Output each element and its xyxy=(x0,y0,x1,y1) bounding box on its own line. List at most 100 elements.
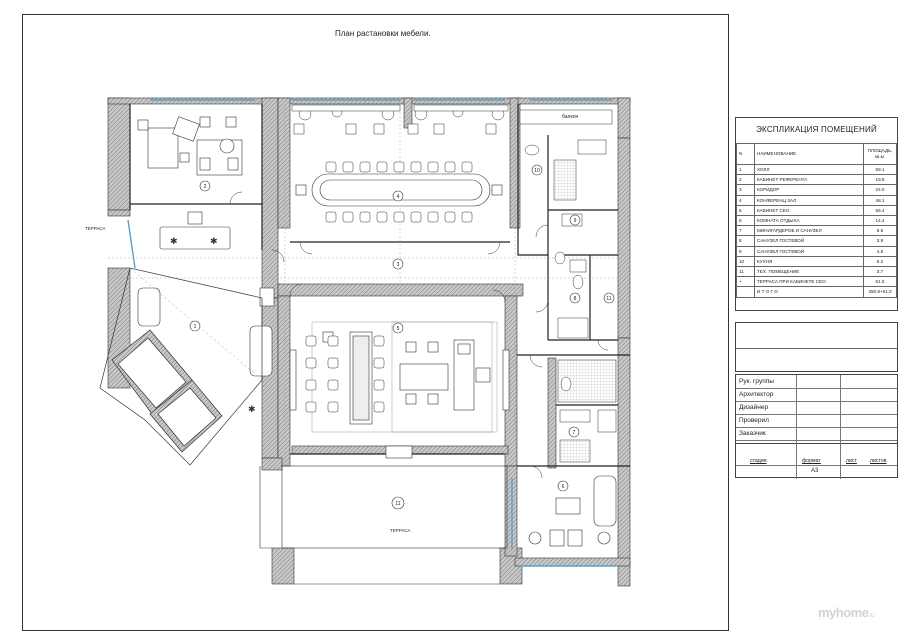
cell-name: И Т О Г О xyxy=(754,286,864,298)
header-name: НАИМЕНОВАНИЕ xyxy=(754,143,864,165)
conference-chair xyxy=(342,211,354,223)
cell-area: 48.1 xyxy=(863,194,897,206)
cell-num: 3 xyxy=(736,184,755,196)
meeting-chair xyxy=(373,335,385,347)
conference-chair xyxy=(461,161,473,173)
windows xyxy=(127,99,616,567)
cell-name: КОМНАТА ОТДЫХА xyxy=(754,215,864,227)
cell-name: МИНИГАРДЕРОБ И САНУЗЕЛ xyxy=(754,225,864,237)
stamp-row-checked: Проверил xyxy=(739,417,769,424)
plan-title: План растановки мебели. xyxy=(335,29,431,38)
terrace-left-label: ТЕРРАСА xyxy=(85,226,106,231)
interior-walls xyxy=(129,104,630,467)
explication-title: ЭКСПЛИКАЦИЯ ПОМЕЩЕНИЙ xyxy=(756,125,877,134)
marker-3: 3 xyxy=(397,262,400,268)
cell-name: ХОЛЛ xyxy=(754,163,864,176)
stamp-row-architect: Архитектор xyxy=(739,391,774,398)
meeting-chair xyxy=(327,357,339,369)
balcony-label: балкон xyxy=(562,114,578,120)
meeting-chair xyxy=(305,335,317,347)
conference-chair xyxy=(342,161,354,173)
watermark-logo: myhome.ru xyxy=(818,605,874,620)
conference-chair xyxy=(325,211,337,223)
svg-text:✱: ✱ xyxy=(170,236,178,246)
conference-chair xyxy=(393,161,405,173)
cell-num: 11 xyxy=(736,266,755,278)
conference-chair xyxy=(376,161,388,173)
drawing-frame xyxy=(22,14,729,631)
cell-name: КОНФЕРЕНЦ ЗАЛ xyxy=(754,194,864,206)
stamp-block: Рук. группы Архитектор Дизайнер Проверил… xyxy=(735,374,898,479)
meeting-chair xyxy=(305,401,317,413)
conference-chair xyxy=(393,211,405,223)
explication-panel: ЭКСПЛИКАЦИЯ ПОМЕЩЕНИЙ N НАИМЕНОВАНИЕ ПЛО… xyxy=(735,117,898,311)
cell-num: 1 xyxy=(736,163,755,176)
meeting-chair xyxy=(305,357,317,369)
cell-area: 3.9 xyxy=(863,235,897,247)
marker-11: 11 xyxy=(606,296,611,302)
cell-name: КОРИДОР xyxy=(754,184,864,196)
ceo-office xyxy=(289,321,510,459)
header-num: N xyxy=(736,143,755,165)
cell-num: 6 xyxy=(736,215,755,227)
outer-walls xyxy=(107,97,631,587)
reception-furniture: ✱ ✱ ✱ xyxy=(159,211,256,414)
meeting-chair xyxy=(305,379,317,391)
conference-chairs xyxy=(325,161,473,223)
svg-text:✱: ✱ xyxy=(248,404,256,414)
cell-name: КУХНЯ xyxy=(754,255,864,268)
conference-chair xyxy=(444,161,456,173)
left-terrace-structure xyxy=(99,267,263,466)
room-marker-labels: 2 4 3 1 5 10 9 8 11 7 6 11 xyxy=(194,168,612,507)
conference-chair xyxy=(410,211,422,223)
meeting-chair xyxy=(373,357,385,369)
cell-num: 10 xyxy=(736,255,755,268)
cell-num xyxy=(736,286,755,298)
cell-name: КАБИНЕТ CEO xyxy=(754,204,864,217)
marker-11-terrace: 11 xyxy=(395,501,400,507)
cell-name: ТЕРРАСА ПРИ КАБИНЕТЕ CEO xyxy=(754,276,864,288)
stamp-row-designer: Дизайнер xyxy=(739,404,769,411)
marker-9: 9 xyxy=(574,218,577,224)
wet-rooms xyxy=(519,109,613,339)
svg-text:✱: ✱ xyxy=(210,236,218,246)
wardrobe-wc xyxy=(557,359,617,463)
header-area: ПЛОЩАДЬ, кв.м. xyxy=(863,143,897,165)
cell-area: 250.8+61.0 xyxy=(863,286,897,298)
cell-area: 6.2 xyxy=(863,255,897,268)
stamp-sheets: листов xyxy=(870,458,887,464)
conference-chair xyxy=(325,161,337,173)
cell-area: 14.4 xyxy=(863,215,897,227)
conference-table xyxy=(295,173,503,207)
marker-6: 6 xyxy=(562,484,565,490)
cell-num: 8 xyxy=(736,235,755,247)
cell-area: 4.5 xyxy=(863,245,897,257)
terrace-bottom-label: ТЕРРАСА xyxy=(390,528,411,533)
relax-room xyxy=(528,475,617,547)
stamp-format-value: А3 xyxy=(811,468,819,474)
meeting-chair xyxy=(373,379,385,391)
cell-area: 61.0 xyxy=(863,276,897,288)
conference-chair xyxy=(444,211,456,223)
marker-1: 1 xyxy=(194,324,197,330)
ceo-meeting-chairs xyxy=(305,335,385,413)
marker-7: 7 xyxy=(573,430,576,436)
cell-num: 7 xyxy=(736,225,755,237)
marker-10: 10 xyxy=(534,168,540,174)
stamp-sheet: лист xyxy=(846,458,857,464)
stamp-stage: стадия xyxy=(750,458,767,464)
cell-num: + xyxy=(736,276,755,288)
conference-chair xyxy=(359,211,371,223)
